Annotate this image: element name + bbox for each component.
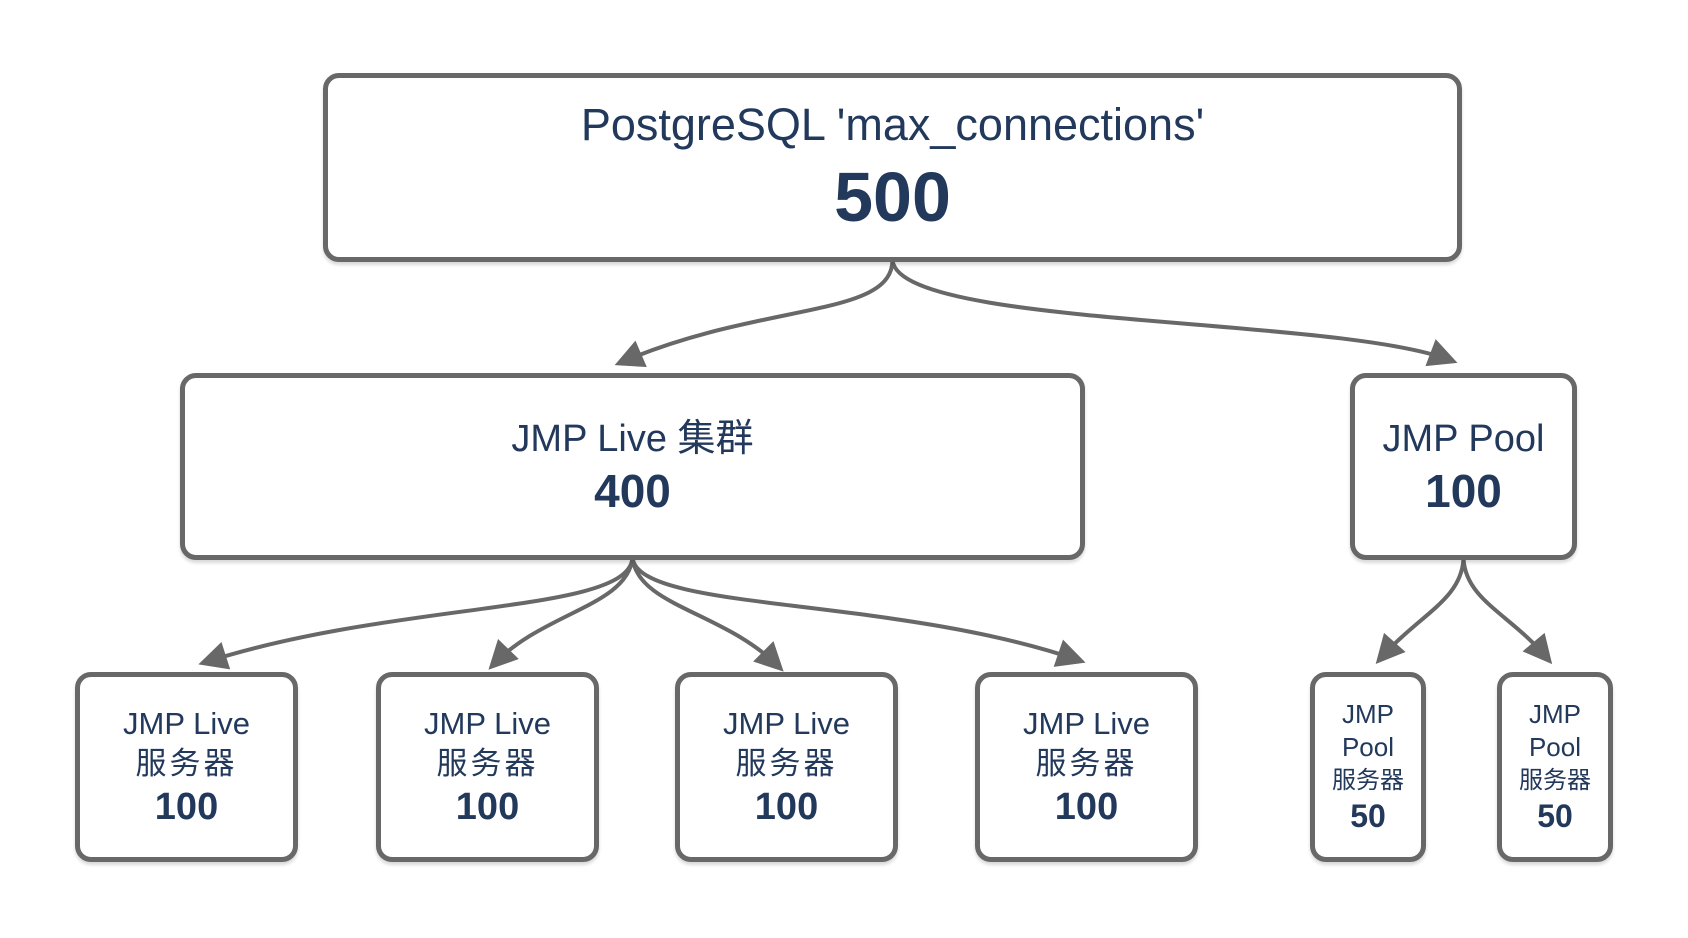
live-server-node-2: JMP Live 服务器 100 <box>376 672 599 862</box>
edge-cluster-to-live2 <box>488 557 635 670</box>
pool-server-line2: Pool <box>1528 732 1582 763</box>
edge-root-to-pool <box>890 259 1458 367</box>
live-server-value: 100 <box>154 785 219 828</box>
live-server-value: 100 <box>754 785 819 828</box>
pool-node-title: JMP Pool <box>1382 418 1545 461</box>
root-node: PostgreSQL 'max_connections' 500 <box>323 73 1462 262</box>
pool-node: JMP Pool 100 <box>1350 373 1577 560</box>
pool-server-value: 50 <box>1350 797 1386 834</box>
root-node-title: PostgreSQL 'max_connections' <box>580 99 1205 151</box>
pool-server-node-1: JMP Pool 服务器 50 <box>1310 672 1426 862</box>
live-server-line2: 服务器 <box>1035 746 1138 782</box>
pool-server-value: 50 <box>1537 797 1573 834</box>
edge-cluster-to-live3 <box>630 557 784 672</box>
live-server-line1: JMP Live <box>1023 705 1150 741</box>
pool-server-line1: JMP <box>1529 699 1581 730</box>
cluster-node: JMP Live 集群 400 <box>180 373 1085 560</box>
live-server-line1: JMP Live <box>424 705 551 741</box>
live-server-node-1: JMP Live 服务器 100 <box>75 672 298 862</box>
live-server-line2: 服务器 <box>735 746 838 782</box>
pool-server-line3: 服务器 <box>1519 766 1591 794</box>
edge-cluster-to-live1 <box>198 557 635 670</box>
root-node-value: 500 <box>834 157 951 236</box>
edge-pool-to-server2 <box>1461 558 1553 665</box>
live-server-node-4: JMP Live 服务器 100 <box>975 672 1198 862</box>
live-server-line1: JMP Live <box>723 705 850 741</box>
edge-cluster-to-live4 <box>630 557 1086 667</box>
live-server-value: 100 <box>455 785 520 828</box>
pool-server-line1: JMP <box>1342 699 1394 730</box>
pool-server-line2: Pool <box>1341 732 1395 763</box>
pool-node-value: 100 <box>1425 464 1502 517</box>
live-server-line2: 服务器 <box>135 746 238 782</box>
pool-server-line3: 服务器 <box>1332 766 1404 794</box>
cluster-node-value: 400 <box>594 464 671 517</box>
pool-server-node-2: JMP Pool 服务器 50 <box>1497 672 1613 862</box>
cluster-node-title: JMP Live 集群 <box>511 418 754 461</box>
live-server-node-3: JMP Live 服务器 100 <box>675 672 898 862</box>
edge-pool-to-server1 <box>1375 558 1466 664</box>
live-server-line2: 服务器 <box>436 746 539 782</box>
live-server-value: 100 <box>1054 785 1119 828</box>
edge-root-to-cluster <box>614 259 895 368</box>
live-server-line1: JMP Live <box>123 705 250 741</box>
